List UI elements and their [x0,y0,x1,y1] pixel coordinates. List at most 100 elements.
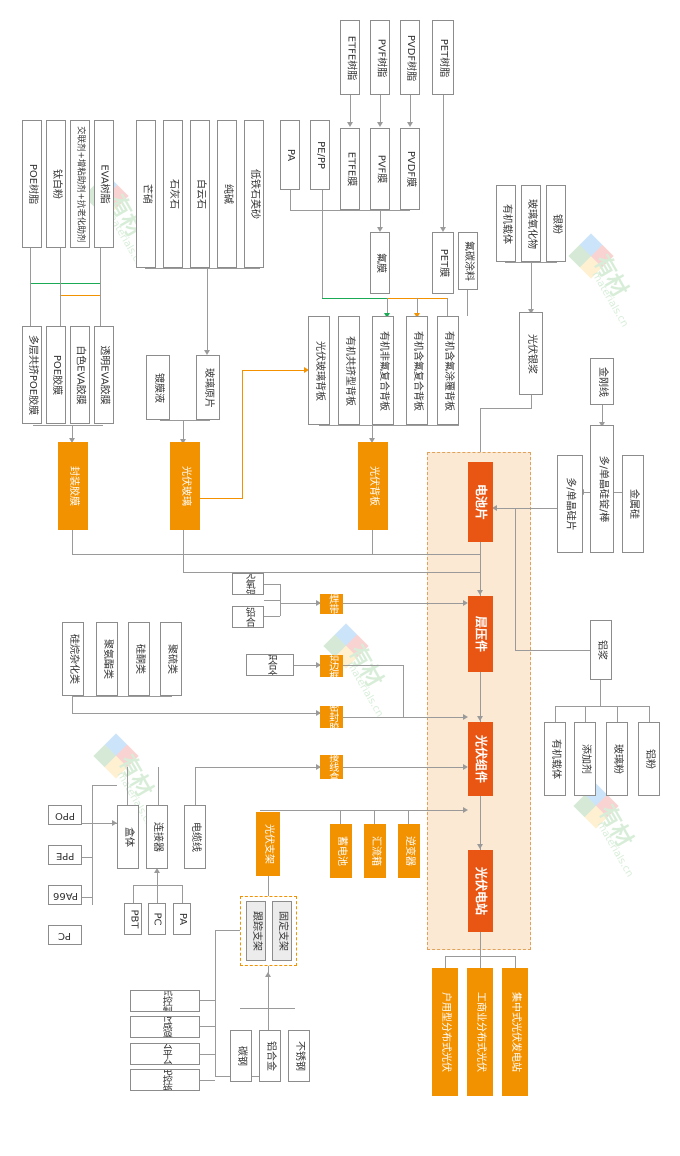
pv-station: 光伏电站 [468,850,493,932]
connector-line [30,283,100,284]
connector-line [417,298,418,316]
connector-line [30,248,31,328]
connector-line [531,262,532,312]
connector-line [242,370,306,371]
arrow [204,350,210,355]
connector-line [183,420,184,442]
connector-line [268,876,269,896]
connector-line [584,492,594,493]
arrow [347,122,353,127]
material-ppe: PPE [48,845,82,865]
connector-pa: PA [173,903,191,935]
connector-line [319,425,459,426]
connector-line [242,370,243,499]
arrow [477,716,483,721]
connector-line [343,767,465,768]
watermark-logo: 有材 materials.cn [568,233,655,360]
connector-line [100,248,101,328]
resin-pvf: PVF树脂 [370,20,390,95]
connector-line [602,405,603,425]
resin-pet: PET树脂 [432,20,454,95]
connector-line [160,420,210,421]
connector-line [280,584,281,616]
connector-line [200,1054,215,1055]
bracket-aluminum-alloy: 铝合金 [259,1030,281,1082]
arrow [477,590,483,595]
stainless-steel: 不锈钢 [288,1030,310,1082]
sealant: 密封胶 [320,706,343,728]
film-multilayer-poe: 多层共挤POE胶膜 [22,326,42,424]
connector-line [408,810,465,811]
fluoro-film: 氟膜 [370,232,390,294]
film-white-eva: 白色EVA胶膜 [70,326,90,424]
connector-line [531,395,532,409]
connector-line [82,897,92,898]
connector-pc: PC [148,903,166,935]
connector-line [82,823,92,824]
connector-line [447,298,448,316]
connector-line [555,706,556,722]
connector-line [72,554,480,555]
sensor: 传感器 [130,1016,200,1038]
arrow [463,714,468,720]
connector-line [200,1026,215,1027]
arrow [316,710,321,716]
paste-organic-carrier: 有机载体 [496,185,516,262]
connector-line [480,408,532,409]
connector-line [280,603,320,604]
connector-line [294,665,320,666]
arrow [599,422,605,427]
connector-line [480,542,481,596]
film-pa: PA [280,120,300,190]
pv-glass: 光伏玻璃 [170,442,200,530]
arrow [407,122,413,127]
connector-line [82,857,92,858]
arrow [463,764,468,770]
connector-line [649,706,650,722]
tin-lead-alloy: 锡铅合金 [232,606,264,628]
connector-line [207,268,208,353]
jbox-connector: 连接器 [146,805,168,869]
arrow [304,367,309,373]
jbox-housing: 盒体 [117,805,139,869]
input-dolomite: 白云石 [190,120,210,268]
resin-pvdf: PVDF树脂 [400,20,420,95]
connector-line [387,298,388,316]
arrow [316,600,321,606]
paste-silver-powder: 银粉 [546,185,566,262]
connector-line [445,956,446,968]
connector-line [200,1000,215,1001]
connector-line [322,190,323,298]
watermark-logo: 有材 materials.cn [573,783,660,910]
raw-glass: 玻璃原片 [196,355,220,420]
connector-line [72,696,172,697]
connector-line [145,268,260,269]
connector-line [380,95,381,125]
connector-line [290,210,350,211]
connector-line [408,810,409,824]
silicon-wafer: 多/单晶硅片 [557,455,583,553]
connector-line [515,650,590,651]
connector-line [183,572,480,573]
material-pc: PC [48,925,82,945]
input-titanium-dioxide: 钛白粉 [46,120,66,248]
connector-line [183,530,184,572]
app-commercial: 工商业分布式光伏 [467,968,493,1096]
connector-line [443,95,444,230]
al-paste-additive: 添加剂 [574,722,596,796]
input-eva-resin: EVA树脂 [94,120,114,248]
laminate: 层压件 [468,596,493,672]
arrow [180,439,186,444]
connector-line [617,706,618,722]
connector-line [340,810,341,824]
arrow [384,313,390,318]
input-soda-ash: 纯碱 [217,120,237,268]
sealant-polysulfide: 聚硫类 [160,622,182,696]
connector-line [72,530,73,554]
al-paste-glass-powder: 玻璃粉 [606,722,628,796]
film-clear-eva: 透明EVA胶膜 [94,326,114,424]
app-utility: 集中式光伏发电站 [502,968,528,1096]
connector-line [133,885,183,886]
silver-paste: 光伏银浆 [519,312,543,395]
arrow [154,868,160,873]
